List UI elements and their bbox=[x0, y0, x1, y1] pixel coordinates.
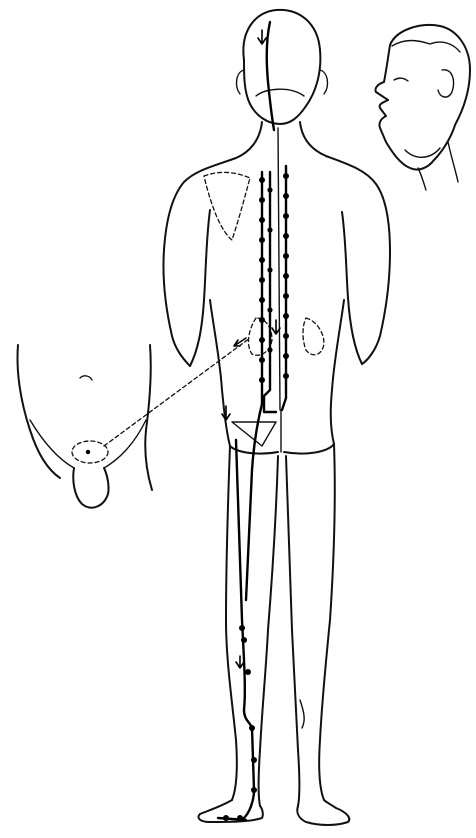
left-scapula-outline bbox=[204, 172, 250, 240]
profile-hairline bbox=[392, 41, 460, 53]
meridian-head-line bbox=[267, 22, 274, 130]
acupoint bbox=[259, 377, 265, 383]
acupoint bbox=[267, 187, 272, 192]
acupoint bbox=[249, 725, 255, 731]
acupoint bbox=[241, 637, 247, 643]
body-right-arm bbox=[342, 212, 362, 364]
body-torso-left bbox=[163, 122, 262, 366]
body-left-ear bbox=[237, 70, 244, 94]
acupoint bbox=[223, 815, 229, 821]
spine-line bbox=[278, 128, 280, 410]
acupoint bbox=[267, 307, 272, 312]
acupoint bbox=[245, 669, 251, 675]
body-right-ear bbox=[320, 70, 327, 94]
acupoint bbox=[251, 757, 257, 763]
acupoint bbox=[283, 373, 289, 379]
acupoint bbox=[259, 197, 265, 203]
body-right-leg-outer bbox=[319, 444, 335, 800]
body-left-waist bbox=[210, 300, 230, 446]
acupoint bbox=[267, 227, 272, 232]
acupoint bbox=[259, 217, 265, 223]
knee-crease-right bbox=[300, 700, 304, 728]
inset-point bbox=[86, 450, 90, 454]
inset-left-groin bbox=[30, 420, 74, 468]
side-profile-head bbox=[375, 25, 470, 190]
acupoint bbox=[259, 297, 265, 303]
body-right-foot bbox=[297, 800, 349, 825]
inset-left-flank bbox=[18, 345, 61, 478]
meridian-hip-line bbox=[246, 404, 262, 600]
acupoint bbox=[259, 277, 265, 283]
acupoint bbox=[259, 337, 265, 343]
acupoint bbox=[283, 253, 289, 259]
acupoint bbox=[267, 347, 272, 352]
acupoint bbox=[283, 193, 289, 199]
body-head-outline bbox=[243, 10, 320, 124]
inset-right-groin bbox=[104, 420, 146, 468]
meridian-back-inner-line bbox=[264, 172, 276, 412]
body-right-leg-inner bbox=[286, 456, 300, 806]
acupoint bbox=[283, 353, 289, 359]
profile-eye bbox=[394, 78, 408, 81]
profile-ear bbox=[438, 70, 454, 97]
acupoint bbox=[259, 317, 265, 323]
acupoint bbox=[283, 313, 289, 319]
acupoint bbox=[283, 213, 289, 219]
inset-connector-line bbox=[104, 338, 250, 446]
body-right-buttock bbox=[284, 444, 334, 454]
inset-navel bbox=[80, 376, 92, 380]
back-view-body bbox=[163, 10, 390, 825]
acupoint bbox=[267, 267, 272, 272]
profile-head-outline bbox=[375, 25, 470, 170]
body-left-leg-outer bbox=[226, 446, 237, 800]
acupoint bbox=[283, 333, 289, 339]
acupoint bbox=[283, 273, 289, 279]
acupoint bbox=[259, 257, 265, 263]
acupoint bbox=[283, 173, 289, 179]
acupoint bbox=[259, 177, 265, 183]
acupoint bbox=[239, 625, 245, 631]
acupoint bbox=[259, 357, 265, 363]
inset-right-flank bbox=[145, 345, 152, 490]
acupoint bbox=[283, 293, 289, 299]
body-right-waist bbox=[331, 300, 344, 444]
body-left-leg-inner bbox=[259, 456, 279, 806]
arrow-down-icon bbox=[258, 30, 266, 44]
profile-jaw bbox=[405, 148, 440, 157]
acupoint bbox=[283, 233, 289, 239]
body-left-arm bbox=[190, 210, 210, 366]
acupoint bbox=[251, 787, 257, 793]
lower-abdomen-inset bbox=[18, 338, 251, 508]
kidney-region-right bbox=[303, 318, 324, 355]
inset-genitals bbox=[73, 468, 108, 508]
acupoint bbox=[237, 815, 243, 821]
acupoint bbox=[259, 237, 265, 243]
body-skull-base bbox=[256, 89, 304, 96]
